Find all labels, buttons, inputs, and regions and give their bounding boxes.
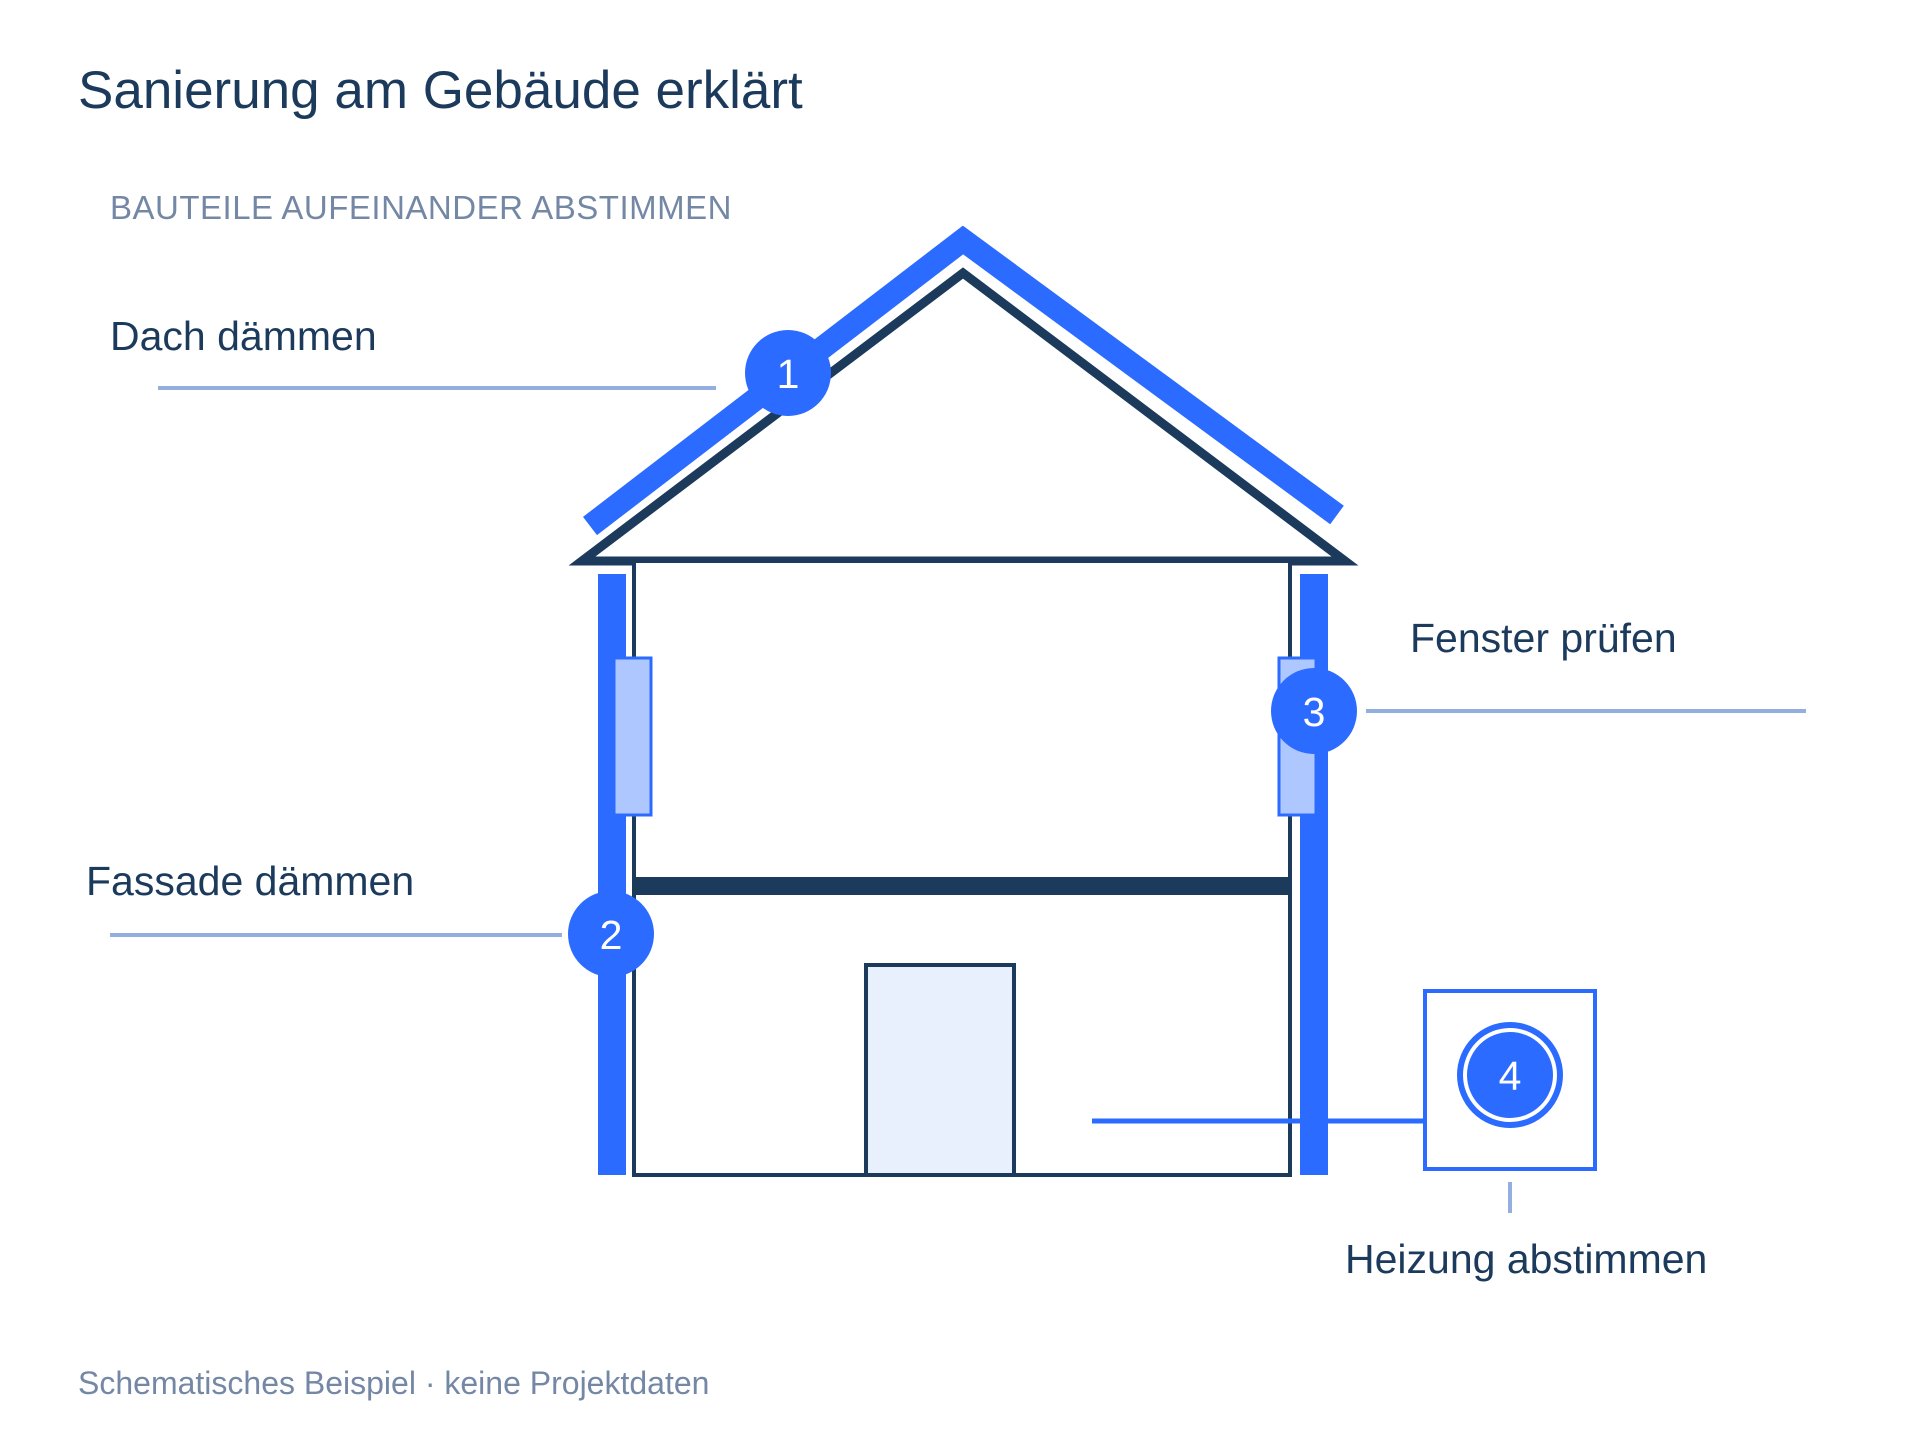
step-badge-1: 1 <box>745 330 831 416</box>
step-number-4: 4 <box>1499 1053 1522 1099</box>
window-left <box>612 656 653 817</box>
step-number-3: 3 <box>1303 689 1326 735</box>
step-label-roof: Dach dämmen <box>110 313 377 359</box>
footnote: Schematisches Beispiel · keine Projektda… <box>78 1365 709 1401</box>
roof-insulation <box>583 225 1344 536</box>
step-label-heating: Heizung abstimmen <box>1345 1236 1707 1282</box>
step-label-window: Fenster prüfen <box>1410 615 1677 661</box>
step-badge-3: 3 <box>1271 668 1357 754</box>
step-number-2: 2 <box>600 912 623 958</box>
page-title: Sanierung am Gebäude erklärt <box>78 61 803 120</box>
step-label-facade: Fassade dämmen <box>86 858 414 904</box>
roof-structure <box>568 267 1359 566</box>
page-subtitle: BAUTEILE AUFEINANDER ABSTIMMEN <box>110 189 732 226</box>
floor-slab <box>636 877 1288 895</box>
step-badge-4: 4 <box>1457 1022 1563 1128</box>
door <box>864 963 1016 1177</box>
step-number-1: 1 <box>777 351 800 397</box>
step-badge-2: 2 <box>568 891 654 977</box>
